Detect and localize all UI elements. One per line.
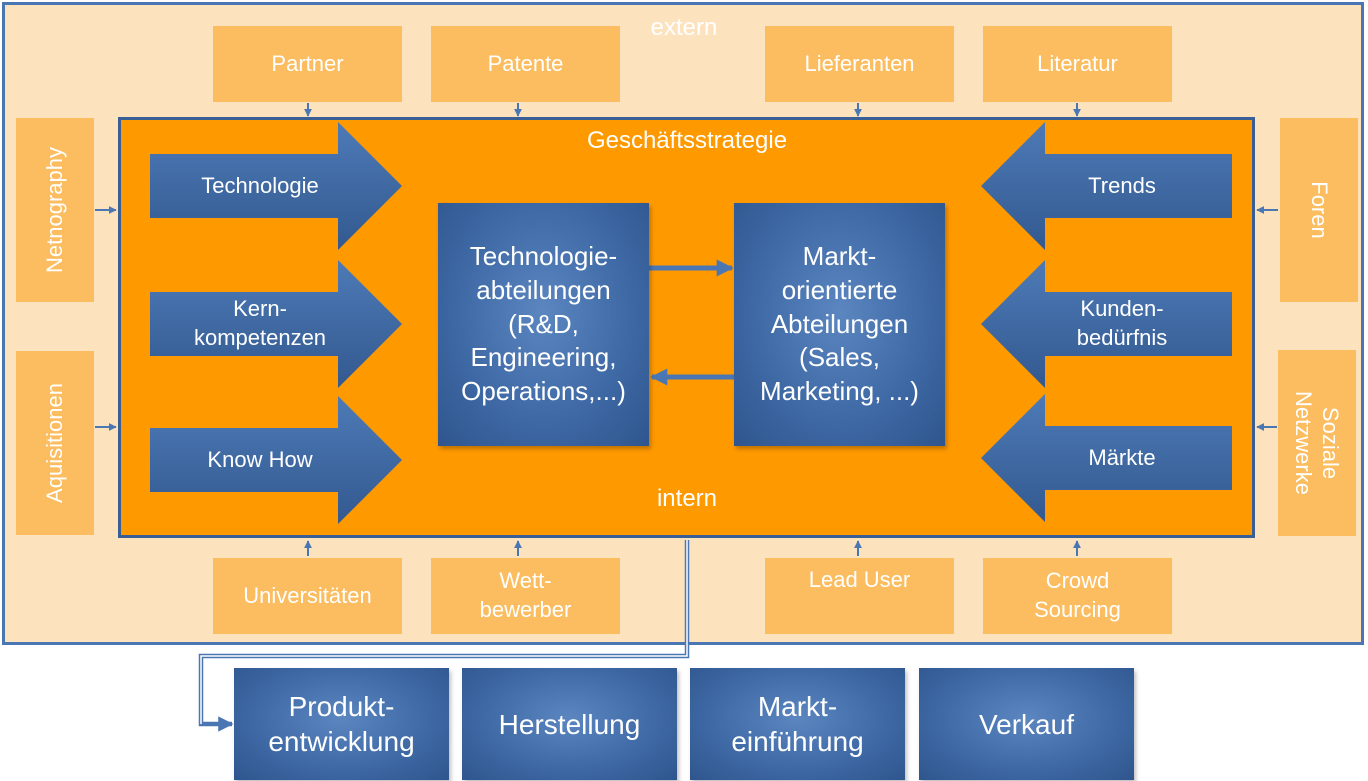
arrow-technologie — [150, 122, 402, 250]
arrow-kundenbeduerfnis-label: Kunden-bedürfnis — [1076, 296, 1168, 350]
source-literatur: Literatur — [983, 26, 1172, 102]
tech-department-box: Technologie- abteilungen (R&D, Engineeri… — [438, 203, 649, 446]
arrow-kundenbeduerfnis — [981, 260, 1232, 388]
phase-herstellung: Herstellung — [462, 668, 677, 780]
source-netnography — [16, 118, 94, 302]
intern-label: intern — [656, 485, 718, 512]
arrow-maerkte-label: Märkte — [1088, 444, 1156, 470]
source-aquisitionen — [16, 351, 94, 535]
arrow-know-how — [150, 396, 402, 524]
source-lead-user: Lead User — [765, 558, 954, 634]
arrow-maerkte — [981, 394, 1232, 522]
source-wettbewerber: Wett-bewerber — [431, 558, 620, 634]
source-patente: Patente — [431, 26, 620, 102]
arrow-trends-label: Trends — [1088, 172, 1156, 198]
source-partner: Partner — [213, 26, 402, 102]
strategy-label: Geschäftsstrategie — [586, 127, 788, 154]
phase-verkauf: Verkauf — [919, 668, 1134, 780]
arrow-kernkompetenzen-label: Kern-kompetenzen — [193, 296, 327, 350]
source-universitaeten: Universitäten — [213, 558, 402, 634]
market-department-box: Markt- orientierte Abteilungen (Sales, M… — [734, 203, 945, 446]
source-lieferanten: Lieferanten — [765, 26, 954, 102]
arrow-know-how-label: Know How — [207, 446, 313, 472]
arrow-trends — [981, 122, 1232, 250]
source-foren — [1280, 118, 1358, 302]
phase-produktentwicklung: Produkt-entwicklung — [234, 668, 449, 780]
phase-markteinfuehrung: Markt-einführung — [690, 668, 905, 780]
source-soziale-netzwerke — [1278, 350, 1356, 536]
arrow-kernkompetenzen — [150, 260, 402, 388]
extern-label: extern — [650, 14, 718, 41]
arrow-technologie-label: Technologie — [201, 172, 319, 198]
